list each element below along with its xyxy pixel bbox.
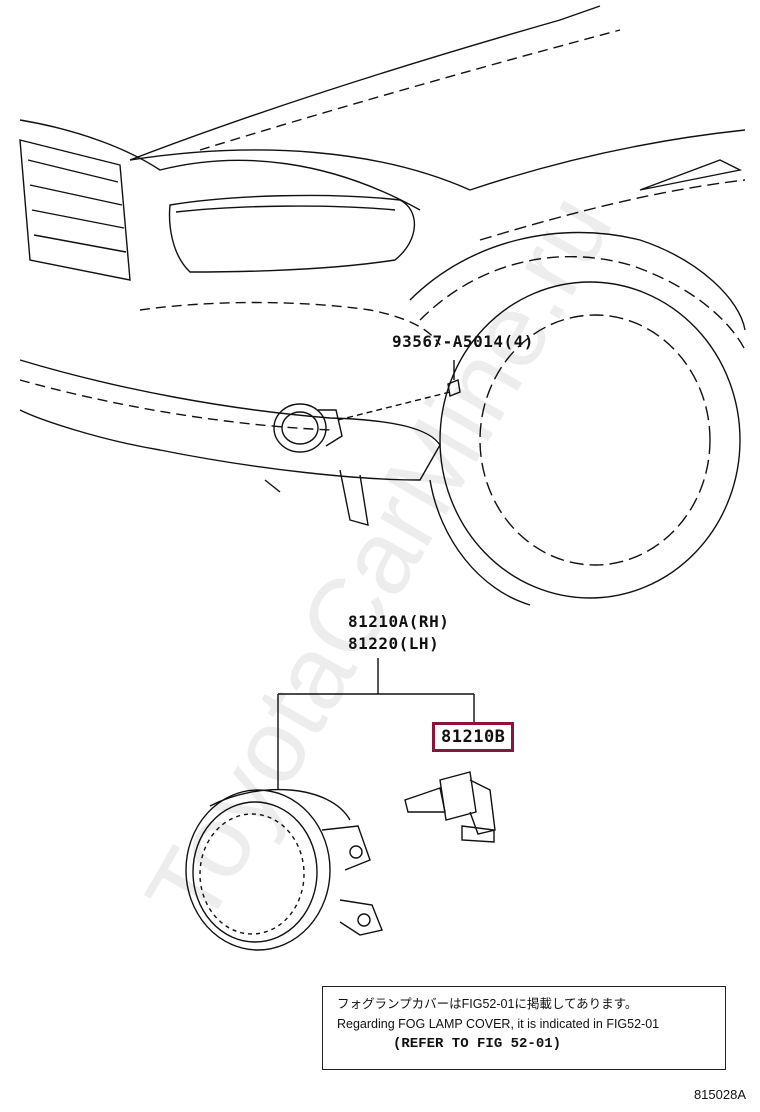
figure-id: 815028A [693,1087,746,1102]
fog-lamp-drawing [185,789,383,951]
grille [19,139,131,281]
bumper-outline [19,359,441,481]
note-box: フォグランプカバーはFIG52-01に掲載してあります。 Regarding F… [322,986,726,1070]
assembly-bracket [277,658,475,790]
part-label-lamp-rh: 81210A(RH) [348,612,450,631]
part-label-lamp-lh: 81220(LH) [348,634,440,653]
bulb-drawing [404,771,496,843]
clip-leader [337,391,451,421]
note-japanese: フォグランプカバーはFIG52-01に掲載してあります。 [337,997,638,1011]
headlamp-outline [168,194,416,273]
part-label-bulb-highlighted[interactable]: 81210B [432,722,515,752]
note-reference[interactable]: (REFER TO FIG 52-01) [393,1036,562,1052]
hood-crease [199,29,621,151]
fender-line [469,129,746,191]
hood-outline [129,5,601,161]
wheel-arch [409,231,746,331]
part-label-clip: 93567-A5014(4) [392,332,534,351]
note-english: Regarding FOG LAMP COVER, it is indicate… [337,1017,660,1031]
installed-fog-lamp [273,403,327,453]
tire [439,281,741,599]
